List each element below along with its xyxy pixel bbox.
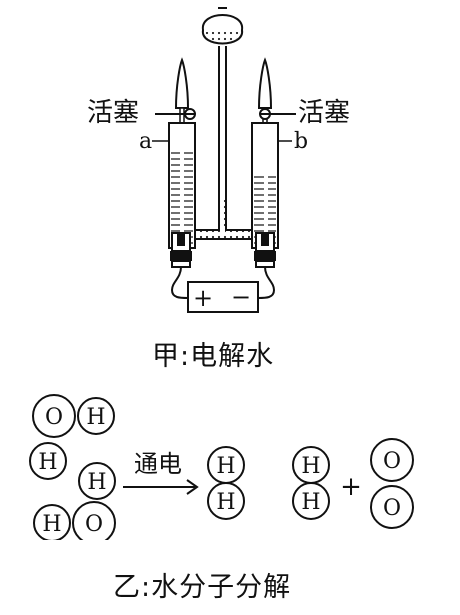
hydrogen-molecule-1: H H	[207, 446, 245, 520]
hydrogen-molecule-2: H H	[292, 446, 330, 520]
feed-tube	[218, 46, 227, 230]
tube-b	[251, 57, 279, 249]
reaction-arrow	[123, 479, 199, 495]
atom-label: H	[38, 450, 57, 475]
atom-label: O	[383, 496, 401, 521]
oxygen-molecule: O O	[370, 438, 414, 529]
tube-a-label: a	[139, 129, 152, 154]
atom-label: H	[301, 490, 320, 515]
stopcock-right	[259, 108, 296, 120]
molecule-decomposition: O H H H H O 通电 H H	[29, 394, 414, 540]
stopcock-right-label: 活塞	[298, 98, 350, 128]
electrolysis-apparatus: + − 活塞 活塞 a b	[87, 7, 350, 313]
water-molecule-2: H H	[29, 442, 116, 500]
water-molecule-3: H O	[33, 501, 116, 540]
atom-label: O	[45, 405, 63, 430]
battery-plus-sign: +	[193, 284, 213, 312]
atom-label: H	[301, 454, 320, 479]
battery: + −	[187, 281, 259, 313]
atom-label: H	[86, 405, 105, 430]
atom-label: O	[85, 512, 103, 537]
tube-a	[168, 57, 196, 249]
stopcock-left	[155, 108, 196, 120]
plus-sign: +	[340, 472, 362, 502]
connecting-channel	[194, 229, 253, 240]
water-molecule-1: O H	[32, 394, 115, 438]
electrode-left	[170, 232, 192, 268]
battery-minus-sign: −	[231, 283, 251, 311]
electrode-right	[254, 232, 276, 268]
figure-a-caption: 甲:电解水	[152, 341, 275, 372]
stopcock-left-label: 活塞	[87, 98, 139, 128]
atom-label: H	[42, 512, 61, 537]
atom-label: O	[383, 449, 401, 474]
reservoir-bulb	[201, 7, 244, 45]
arrow-label: 通电	[134, 450, 182, 478]
tube-b-label: b	[294, 129, 308, 154]
atom-label: H	[87, 470, 106, 495]
atom-label: H	[216, 490, 235, 515]
atom-label: H	[216, 454, 235, 479]
circuit-wires	[170, 266, 276, 299]
figure-b-caption: 乙:水分子分解	[113, 572, 292, 603]
